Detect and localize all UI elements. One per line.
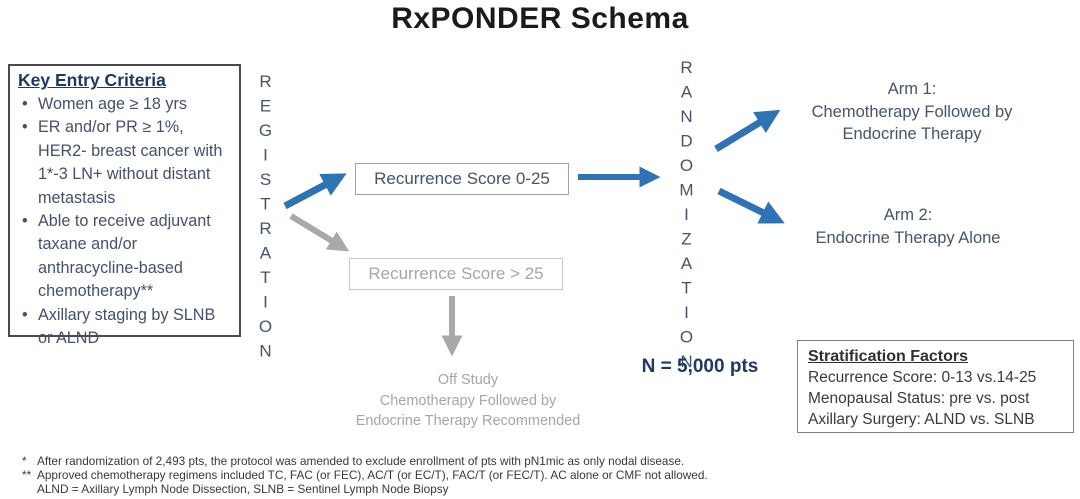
- footnote-text: ALND = Axillary Lymph Node Dissection, S…: [37, 482, 449, 497]
- randomization-label: RANDOMIZATION: [677, 58, 696, 377]
- key-entry-criteria-title: Key Entry Criteria: [18, 70, 166, 90]
- sample-size-label: N = 5,000 pts: [641, 356, 759, 377]
- arm1-line: Endocrine Therapy: [842, 125, 982, 143]
- stratification-item: Menopausal Status: pre vs. post: [808, 390, 1030, 407]
- key-entry-criteria-box: Key Entry Criteria Women age ≥ 18 yrs ER…: [8, 64, 241, 347]
- registration-to-high-score-arrow: [289, 213, 350, 252]
- stratification-item: Recurrence Score: 0-13 vs.14-25: [808, 369, 1037, 386]
- randomization-to-arm1-arrow: [714, 109, 781, 152]
- registration-to-low-score-arrow: [283, 173, 347, 210]
- off-study-block: Off Study Chemotherapy Followed by Endoc…: [308, 370, 628, 432]
- recurrence-score-high-label: Recurrence Score > 25: [368, 264, 544, 283]
- footnotes: * After randomization of 2,493 pts, the …: [22, 454, 842, 497]
- randomization-to-arm2-arrow: [717, 187, 785, 224]
- entry-criteria-item: Axillary staging by SLNB or ALND: [18, 304, 233, 351]
- recurrence-score-low-box: Recurrence Score 0-25: [355, 163, 569, 195]
- footnote-marker: *: [22, 454, 27, 468]
- recurrence-score-low-label: Recurrence Score 0-25: [374, 169, 550, 188]
- entry-criteria-item: Able to receive adjuvant taxane and/or a…: [18, 210, 233, 304]
- arm1-line: Arm 1:: [887, 80, 937, 98]
- page-title: RxPONDER Schema: [391, 2, 689, 35]
- arm2-line: Arm 2:: [883, 206, 933, 224]
- footnote-text: Approved chemotherapy regimens included …: [37, 468, 708, 483]
- footnote-text: After randomization of 2,493 pts, the pr…: [37, 454, 685, 468]
- stratification-factors-box: Stratification Factors Recurrence Score:…: [797, 340, 1074, 433]
- entry-criteria-item: ER and/or PR ≥ 1%, HER2- breast cancer w…: [18, 116, 233, 210]
- footnote-marker: **: [22, 468, 32, 483]
- arm1-block: Arm 1: Chemotherapy Followed by Endocrin…: [790, 78, 1034, 146]
- registration-label: REGISTRATION: [256, 72, 275, 366]
- off-study-line: Endocrine Therapy Recommended: [355, 413, 581, 429]
- recurrence-score-high-box: Recurrence Score > 25: [349, 258, 563, 290]
- off-study-line: Off Study: [437, 372, 499, 388]
- entry-criteria-item: Women age ≥ 18 yrs: [18, 93, 233, 117]
- stratification-factors-title: Stratification Factors: [808, 348, 969, 365]
- off-study-line: Chemotherapy Followed by: [379, 392, 557, 409]
- arm2-line: Endocrine Therapy Alone: [815, 228, 1001, 247]
- stratification-item: Axillary Surgery: ALND vs. SLNB: [808, 411, 1035, 428]
- arm1-line: Chemotherapy Followed by: [811, 102, 1013, 121]
- key-entry-criteria-list: Women age ≥ 18 yrs ER and/or PR ≥ 1%, HE…: [18, 93, 233, 350]
- footnote-marker: [22, 482, 37, 496]
- arm2-block: Arm 2: Endocrine Therapy Alone: [788, 204, 1028, 249]
